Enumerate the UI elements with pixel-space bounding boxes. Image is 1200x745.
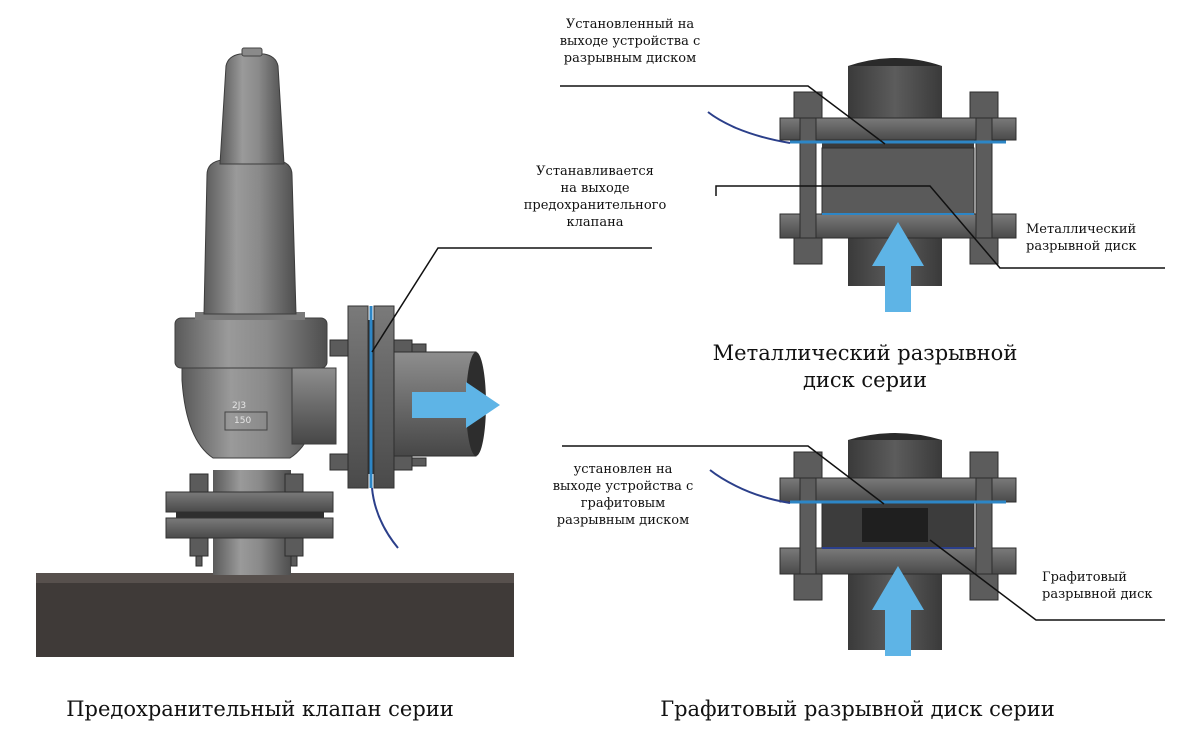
valve-cap [219, 53, 285, 165]
base-pipe [36, 573, 514, 657]
label-valve-outlet: Устанавливается на выходе предохранитель… [523, 164, 667, 230]
graphite-sensor-wire [709, 469, 791, 504]
valve-outlet-leader [371, 247, 652, 353]
safety-valve-assembly [36, 47, 514, 657]
caption-metal-series: Металлический разрывной диск серии [712, 341, 1018, 392]
caption-graphite-series: Графитовый разрывной диск серии [660, 697, 1055, 721]
metal-sensor-wire [707, 111, 791, 144]
outlet-flange-a [347, 305, 369, 489]
metal-disc-assembly [707, 58, 1017, 312]
valve-nameplate [224, 411, 268, 431]
label-metal-outlet: Установленный на выходе устройства с раз… [559, 17, 701, 66]
valve-collar [174, 317, 328, 369]
graphite-flow-arrow [872, 566, 924, 656]
metal-disc-leader [715, 185, 1165, 269]
valve-bonnet [203, 159, 297, 315]
inlet-flange-upper [165, 491, 334, 513]
graphite-disc-assembly [709, 433, 1017, 656]
inlet-flange-lower [165, 517, 334, 539]
valve-size-marking: 2J3 [232, 401, 247, 411]
valve-rating-marking: 150 [234, 416, 252, 426]
valve-flow-arrow [412, 382, 500, 428]
metal-holder-body [821, 147, 975, 215]
inlet-bolts [189, 473, 304, 567]
label-graphite-disc: Графитовый разрывной диск [1042, 570, 1153, 602]
caption-valve-series: Предохранительный клапан серии [66, 697, 454, 721]
metal-flow-arrow [872, 222, 924, 312]
valve-outlet-port [291, 367, 337, 445]
metal-outlet-leader [560, 85, 886, 145]
metal-studs [793, 91, 999, 265]
graphite-disc-leader [929, 539, 1165, 621]
graphite-outlet-leader [562, 445, 885, 505]
valve-cap-top [241, 47, 263, 57]
valve-sensor-wire [371, 487, 399, 549]
label-metal-disc: Металлический разрывной диск [1026, 222, 1137, 254]
label-graphite-outlet: установлен на выходе устройства с графит… [552, 462, 694, 528]
